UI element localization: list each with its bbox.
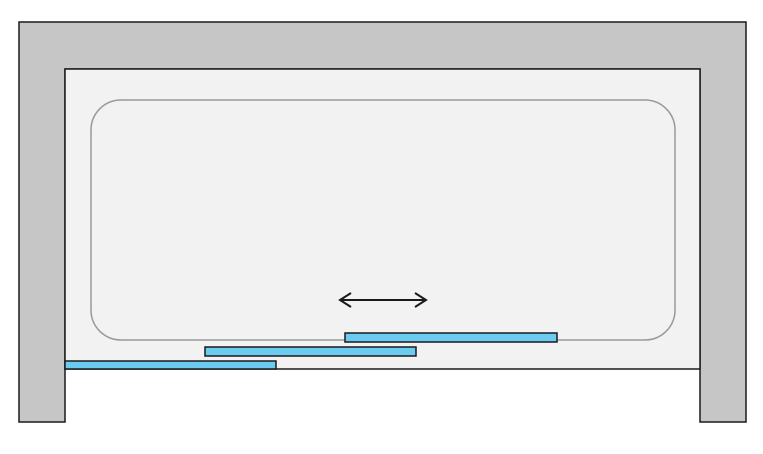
sliding-panel-3 <box>344 332 558 343</box>
sliding-panel-2 <box>204 346 417 357</box>
bathtub <box>64 68 701 370</box>
slide-direction-arrow-icon <box>338 292 428 308</box>
sliding-panel-1 <box>64 360 277 370</box>
